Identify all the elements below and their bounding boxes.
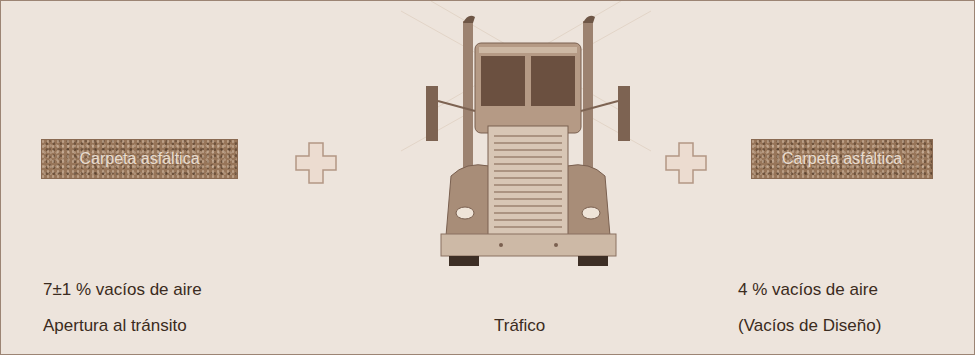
box-label: Carpeta asfáltica <box>782 150 902 168</box>
asphalt-layer-box: Carpeta asfáltica <box>41 139 238 179</box>
caption-text: 7±1 % vacíos de aire <box>43 280 202 300</box>
caption-text: Tráfico <box>494 316 545 336</box>
caption-text: (Vacíos de Diseño) <box>738 316 881 336</box>
caption-text: Apertura al tránsito <box>43 316 187 336</box>
asphalt-layer-box: Carpeta asfáltica <box>751 139 933 179</box>
box-label: Carpeta asfáltica <box>79 150 199 168</box>
plus-symbol <box>666 143 706 183</box>
truck-illustration <box>426 16 630 266</box>
plus-symbol <box>296 143 336 183</box>
caption-text: 4 % vacíos de aire <box>738 280 878 300</box>
